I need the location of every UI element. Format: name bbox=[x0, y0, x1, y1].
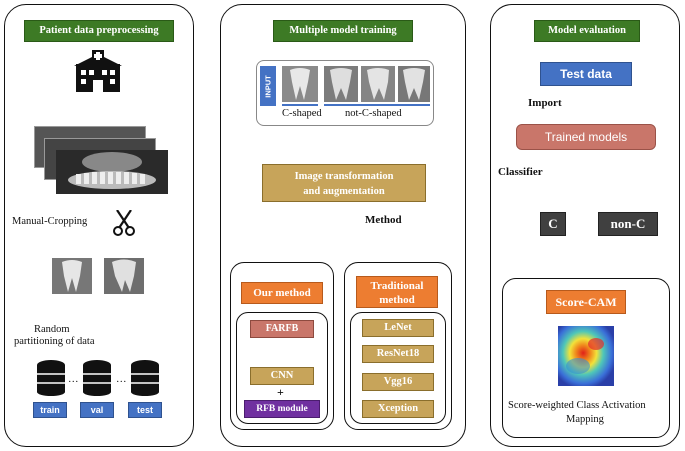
random-partition-label-2: partitioning of data bbox=[14, 336, 95, 347]
our-method-label: Our method bbox=[241, 282, 323, 304]
train-set-label: train bbox=[33, 402, 67, 418]
model-xception: Xception bbox=[362, 400, 434, 418]
plus-sign: + bbox=[277, 385, 284, 399]
traditional-method-label: Traditional method bbox=[356, 276, 438, 308]
trained-models-box: Trained models bbox=[516, 124, 656, 150]
input-label: INPUT bbox=[260, 66, 276, 106]
panoramic-xray-front bbox=[56, 150, 168, 194]
score-cam-heatmap-image bbox=[558, 326, 614, 386]
ellipsis-1: … bbox=[68, 374, 79, 385]
class-non-c-box: non-C bbox=[598, 212, 658, 236]
scissors-icon bbox=[113, 210, 135, 236]
not-c-shaped-label: not-C-shaped bbox=[345, 108, 402, 119]
c-shaped-label: C-shaped bbox=[282, 108, 322, 119]
class-c-box: C bbox=[540, 212, 566, 236]
database-icon-val bbox=[83, 360, 111, 396]
manual-cropping-label: Manual-Cropping bbox=[12, 216, 88, 227]
preprocessing-title: Patient data preprocessing bbox=[24, 20, 174, 42]
model-lenet: LeNet bbox=[362, 319, 434, 337]
c-shaped-sample-image bbox=[282, 66, 318, 102]
model-vgg16: Vgg16 bbox=[362, 373, 434, 391]
database-icon-test bbox=[131, 360, 159, 396]
cropped-tooth-image-2 bbox=[104, 258, 144, 294]
input-label-text: INPUT bbox=[263, 75, 273, 98]
evaluation-title: Model evaluation bbox=[534, 20, 640, 42]
random-partition-label-1: Random bbox=[34, 324, 70, 335]
traditional-line-1: Traditional bbox=[370, 280, 424, 292]
farfb-box: FARFB bbox=[250, 320, 314, 338]
classifier-label: Classifier bbox=[498, 166, 543, 178]
database-icon-train bbox=[37, 360, 65, 396]
method-label: Method bbox=[365, 214, 402, 226]
score-cam-label: Score-CAM bbox=[546, 290, 626, 314]
not-c-shaped-underline bbox=[324, 104, 430, 106]
not-c-shaped-sample-image-1 bbox=[324, 66, 358, 102]
val-set-label: val bbox=[80, 402, 114, 418]
not-c-shaped-sample-image-2 bbox=[361, 66, 395, 102]
c-shaped-underline bbox=[282, 104, 318, 106]
rfb-module-box: RFB module bbox=[244, 400, 320, 418]
transform-line-1: Image transformation bbox=[294, 171, 394, 182]
cropped-tooth-image-1 bbox=[52, 258, 92, 294]
import-label: Import bbox=[528, 97, 562, 109]
model-resnet18: ResNet18 bbox=[362, 345, 434, 363]
test-set-label: test bbox=[128, 402, 162, 418]
hospital-icon bbox=[74, 50, 122, 92]
test-data-box: Test data bbox=[540, 62, 632, 86]
cnn-box: CNN bbox=[250, 367, 314, 385]
score-cam-description-1: Score-weighted Class Activation bbox=[508, 400, 646, 411]
not-c-shaped-sample-image-3 bbox=[398, 66, 430, 102]
image-transformation-box: Image transformation and augmentation bbox=[262, 164, 426, 202]
transform-line-2: and augmentation bbox=[303, 186, 385, 197]
traditional-line-2: method bbox=[379, 294, 415, 306]
score-cam-description-2: Mapping bbox=[566, 414, 604, 425]
ellipsis-2: … bbox=[116, 374, 127, 385]
training-title: Multiple model training bbox=[273, 20, 413, 42]
